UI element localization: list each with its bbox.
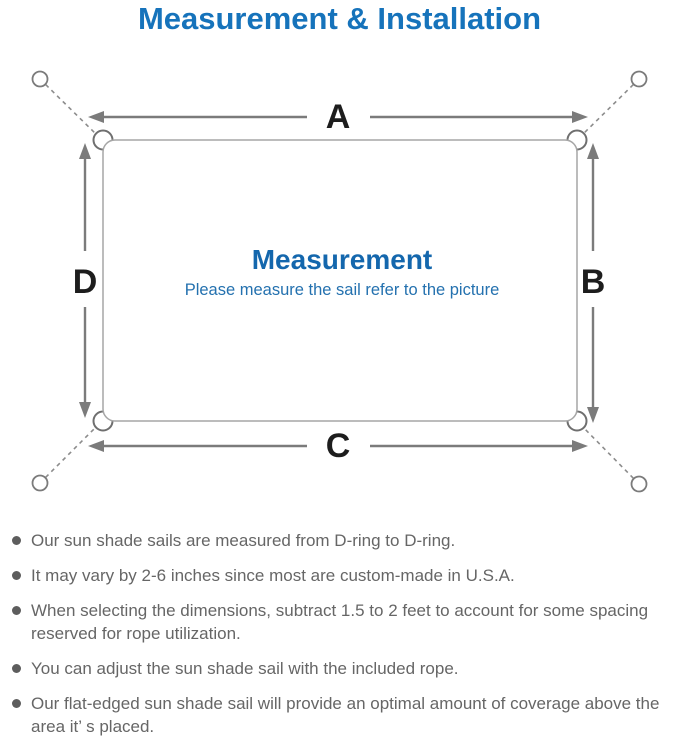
shade-sail-outline <box>102 139 578 422</box>
bullet-dot-icon <box>12 699 21 708</box>
dimension-arrow-lines <box>83 115 595 448</box>
diagram-center-heading: Measurement <box>252 244 433 275</box>
arrowhead-down-icon <box>79 402 91 418</box>
arrowhead-right-icon <box>572 111 588 123</box>
dimension-label-c: C <box>326 427 351 465</box>
note-item: You can adjust the sun shade sail with t… <box>10 657 675 680</box>
arrowhead-down-icon <box>587 407 599 423</box>
arrowhead-right-icon <box>572 440 588 452</box>
dimension-label-a: A <box>326 98 351 136</box>
diagram-center-caption: Please measure the sail refer to the pic… <box>185 281 500 299</box>
dimension-label-d: D <box>73 263 98 301</box>
anchor-point-icon <box>630 475 648 493</box>
rope-top-right-line <box>577 78 640 140</box>
note-item: It may vary by 2-6 inches since most are… <box>10 564 675 587</box>
arrowhead-left-icon <box>88 440 104 452</box>
note-item: Our flat-edged sun shade sail will provi… <box>10 692 675 738</box>
note-item: When selecting the dimensions, subtract … <box>10 599 675 645</box>
dimension-label-b: B <box>581 263 606 301</box>
measurement-diagram: A B C D Measurement Please measure the s… <box>31 70 648 493</box>
anchor-rope-dashed-lines <box>39 78 640 485</box>
anchor-points <box>31 70 648 493</box>
rope-top-left-line <box>39 78 102 140</box>
arrowhead-up-icon <box>587 143 599 159</box>
note-text: Our flat-edged sun shade sail will provi… <box>31 694 660 736</box>
page-title: Measurement & Installation <box>137 1 542 36</box>
rope-bottom-left-line <box>39 421 102 484</box>
note-text: It may vary by 2-6 inches since most are… <box>31 566 515 585</box>
note-text: You can adjust the sun shade sail with t… <box>31 659 459 678</box>
anchor-point-icon <box>31 70 49 88</box>
bullet-dot-icon <box>12 664 21 673</box>
anchor-point-icon <box>31 474 49 492</box>
arrowhead-left-icon <box>88 111 104 123</box>
note-text: Our sun shade sails are measured from D-… <box>31 531 456 550</box>
bullet-dot-icon <box>12 571 21 580</box>
notes-list: Our sun shade sails are measured from D-… <box>10 529 675 739</box>
bullet-dot-icon <box>12 606 21 615</box>
rope-bottom-right-line <box>577 421 640 485</box>
arrowhead-up-icon <box>79 143 91 159</box>
bullet-dot-icon <box>12 536 21 545</box>
dimension-arrow-heads <box>79 111 599 452</box>
note-item: Our sun shade sails are measured from D-… <box>10 529 675 552</box>
anchor-point-icon <box>630 70 648 88</box>
note-text: When selecting the dimensions, subtract … <box>31 601 649 643</box>
